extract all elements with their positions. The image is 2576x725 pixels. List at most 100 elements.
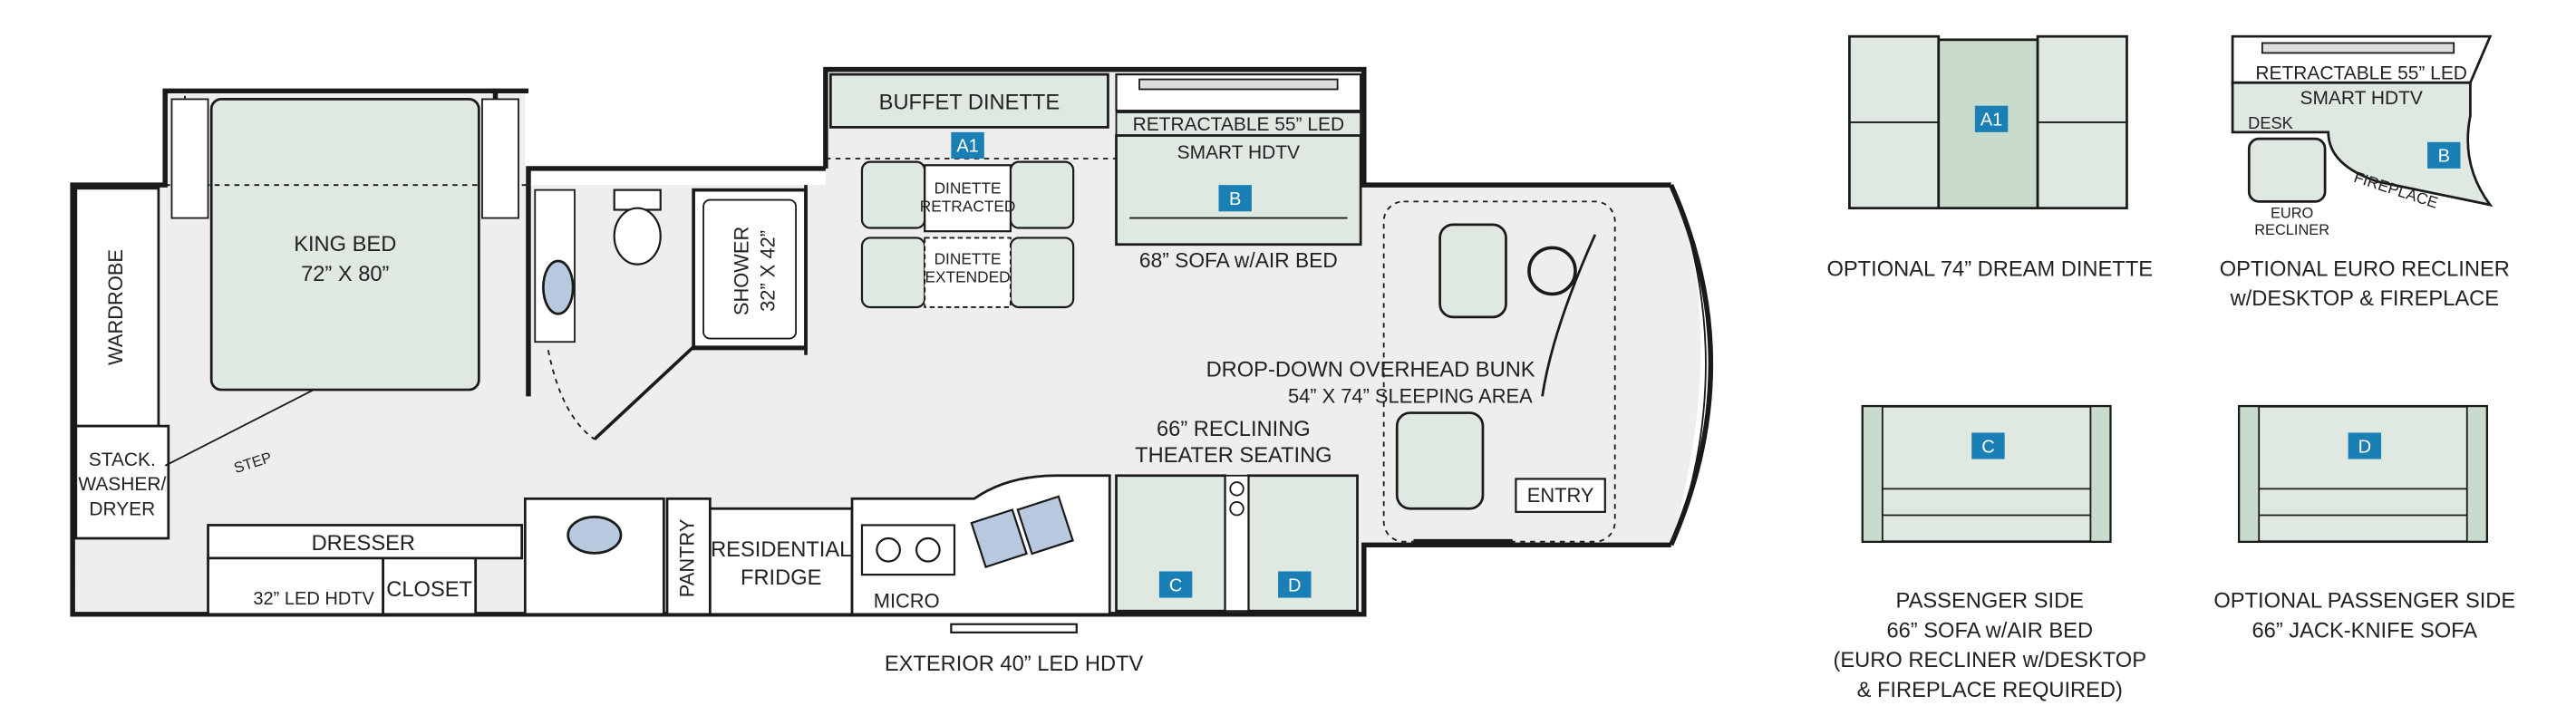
shower-label-1: SHOWER	[731, 227, 753, 315]
entry-step	[1515, 478, 1606, 513]
cup-holder-icon	[1229, 481, 1244, 497]
toilet-tank	[613, 188, 662, 211]
c-sofa-arm-right	[2089, 405, 2112, 543]
theater-label-1: 66” RECLINING	[1157, 418, 1311, 441]
dinette-chair	[1009, 237, 1075, 309]
dinette-retracted-label-1: DINETTE	[935, 179, 1002, 197]
b-recliner	[2247, 137, 2327, 203]
option-a1-badge	[1974, 105, 2009, 132]
retractable-tv-screen	[1138, 78, 1339, 91]
option-d-badge	[2348, 432, 2382, 459]
d-sofa-arm-left	[2238, 405, 2261, 543]
half-bath-sink	[567, 515, 623, 555]
sofa-label: 68” SOFA w/AIR BED	[1139, 248, 1338, 272]
option-d-caption-2: 66” JACK-KNIFE SOFA	[2252, 619, 2477, 643]
c-sofa	[1861, 404, 2112, 544]
option-b-tv-1: RETRACTABLE 55” LED	[2255, 63, 2466, 84]
option-c-caption-4: & FIREPLACE REQUIRED)	[1857, 679, 2123, 702]
badge-b	[1218, 185, 1252, 212]
tv-cabinet-32	[207, 556, 385, 616]
exterior-tv-label: EXTERIOR 40” LED HDTV	[885, 652, 1144, 676]
exterior-wall	[70, 66, 1671, 617]
dinette-table	[924, 164, 1012, 233]
option-b-recliner-1: EURO	[2271, 206, 2313, 222]
micro-label: MICRO	[874, 590, 940, 613]
led-hdtv-32-label: 32” LED HDTV	[253, 589, 374, 609]
badge-b-label: B	[1229, 189, 1241, 209]
wardrobe-label: WARDROBE	[104, 249, 127, 365]
step-line	[164, 389, 315, 467]
vanity-sink	[542, 259, 575, 315]
dinette-table-extended	[924, 237, 1012, 308]
option-c-badge	[1971, 432, 2005, 459]
option-c-badge-label: C	[1981, 437, 1994, 457]
b-tv-screen	[2261, 42, 2455, 54]
option-d-jack-knife-sofa: D OPTIONAL PASSENGER SIDE 66” JACK-KNIFE…	[2213, 404, 2515, 643]
nightstand-right	[481, 98, 519, 219]
b-desk-area	[2231, 81, 2494, 208]
nightstand-left	[170, 98, 209, 219]
steering-wheel-icon	[1527, 246, 1577, 296]
dinette-chair	[1009, 160, 1075, 229]
buffet-dinette-label: BUFFET DINETTE	[879, 91, 1060, 114]
dinette-extended-label-2: EXTENDED	[925, 268, 1010, 286]
windshield-line	[1677, 198, 1707, 533]
closet-label: CLOSET	[386, 578, 472, 602]
option-b-caption-2: w/DESKTOP & FIREPLACE	[2230, 287, 2499, 311]
residential-fridge	[709, 507, 854, 616]
burner-icon	[876, 536, 901, 563]
overhead-bunk-line	[1541, 234, 1597, 397]
entry-label: ENTRY	[1527, 484, 1594, 507]
dinette-chair	[860, 237, 926, 309]
option-c-caption-2: 66” SOFA w/AIR BED	[1886, 619, 2093, 643]
option-a1-dream-dinette: A1 OPTIONAL 74” DREAM DINETTE	[1826, 34, 2153, 281]
option-b-euro-recliner: RETRACTABLE 55” LED SMART HDTV DESK EURO…	[2220, 34, 2510, 311]
theater-console	[1224, 474, 1250, 613]
king-bed	[209, 98, 480, 392]
option-c-passenger-sofa: C PASSENGER SIDE 66” SOFA w/AIR BED (EUR…	[1834, 404, 2146, 702]
bath-door-swing	[547, 350, 596, 440]
c-sofa-arm-left	[1862, 405, 1884, 543]
badge-d-label: D	[1288, 575, 1301, 595]
option-a1-badge-label: A1	[1980, 111, 2002, 130]
option-b-recliner-2: RECLINER	[2254, 222, 2329, 238]
badge-a1	[951, 131, 984, 160]
dinette-extended-label-1: DINETTE	[935, 250, 1002, 268]
d-sofa-arm-right	[2465, 405, 2488, 543]
toilet-bowl	[613, 207, 662, 266]
drivers-seat	[1438, 223, 1507, 319]
theater-label-2: THEATER SEATING	[1135, 444, 1332, 468]
shower-label-2: 32” X 42”	[757, 230, 780, 312]
dresser-label: DRESSER	[312, 532, 415, 556]
king-bed-label-2: 72” X 80”	[301, 263, 389, 286]
retractable-tv-label: RETRACTABLE 55” LED	[1133, 114, 1344, 135]
stack-label-2: WASHER/	[78, 474, 166, 495]
king-bed-label-1: KING BED	[294, 233, 396, 256]
buffet-dinette-counter	[828, 72, 1109, 129]
badge-c-label: C	[1169, 575, 1182, 595]
bunk-label-2: 54” X 74” SLEEPING AREA	[1288, 385, 1533, 408]
badge-d	[1278, 571, 1312, 598]
washer-dryer-cabinet	[74, 424, 170, 540]
option-b-badge	[2427, 141, 2461, 169]
option-d-caption-1: OPTIONAL PASSENGER SIDE	[2213, 590, 2515, 614]
main-floorplan: WARDROBE STACK. WASHER/ DRYER KING BED 7…	[70, 66, 1714, 676]
option-a1-caption-1: OPTIONAL 74” DREAM DINETTE	[1826, 257, 2153, 281]
d-sofa	[2237, 404, 2488, 544]
option-d-badge-label: D	[2358, 437, 2371, 457]
closet	[382, 556, 478, 616]
option-b-badge-label: B	[2438, 147, 2450, 167]
bath-door	[593, 345, 695, 441]
stack-label-3: DRYER	[89, 499, 155, 520]
cup-holder-icon	[1229, 501, 1244, 517]
fridge-label-2: FRIDGE	[741, 566, 821, 590]
passenger-seat	[1395, 411, 1485, 510]
option-b-caption-1: OPTIONAL EURO RECLINER	[2220, 257, 2510, 281]
sofa-tv-label-box	[1115, 111, 1362, 137]
dinette-chair	[860, 160, 926, 229]
fridge-label-1: RESIDENTIAL	[711, 538, 851, 562]
shower-pan	[702, 198, 798, 340]
exterior-tv-icon	[950, 623, 1078, 633]
